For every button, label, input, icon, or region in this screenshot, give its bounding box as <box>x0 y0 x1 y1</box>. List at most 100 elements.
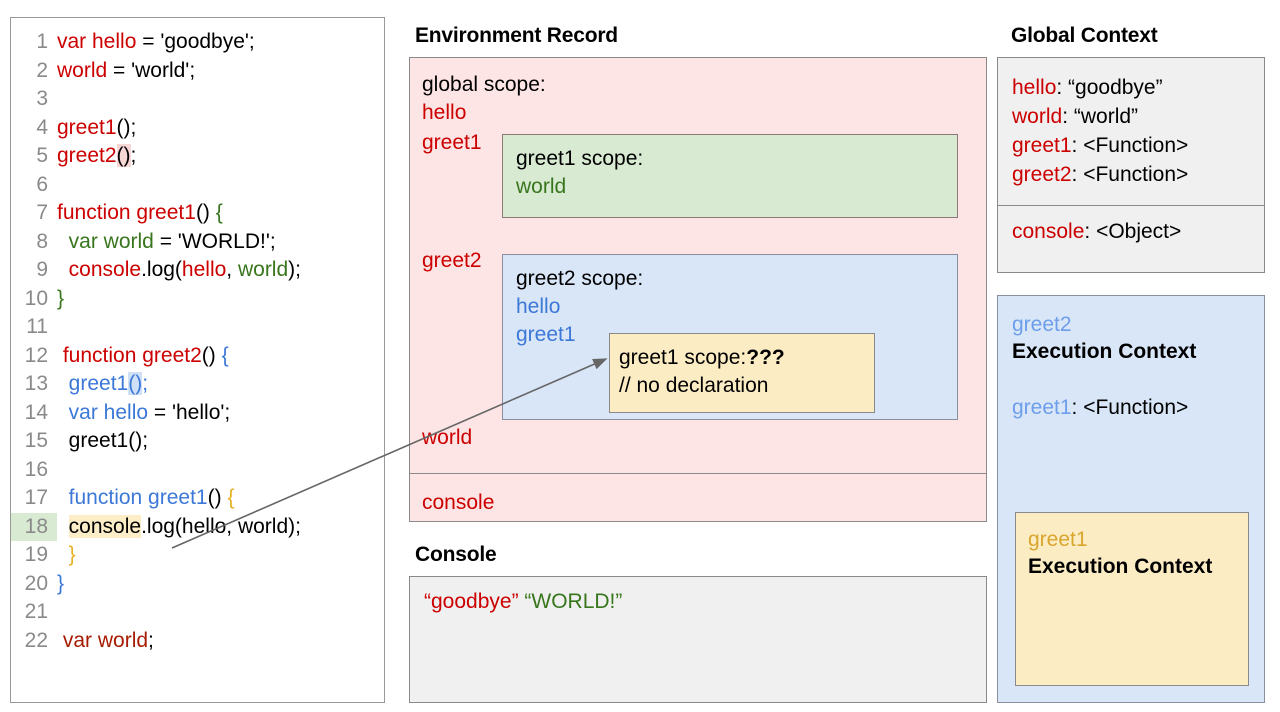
code-line[interactable]: 14 var hello = 'hello'; <box>11 399 384 428</box>
greet1-scope-header: greet1 scope: <box>516 147 644 170</box>
greet2-scope-header: greet2 scope: <box>516 267 644 290</box>
code-line-text: greet1(); <box>57 370 384 399</box>
code-line-text: console.log(hello, world); <box>57 513 384 542</box>
code-line-text: greet1(); <box>57 114 384 143</box>
code-line-text: function greet1() { <box>57 199 384 228</box>
line-number: 6 <box>36 172 48 196</box>
code-line[interactable]: 13 greet1(); <box>11 370 384 399</box>
code-token: function greet1 <box>57 201 196 224</box>
global-context-divider <box>998 205 1264 206</box>
console-panel[interactable]: “goodbye” “WORLD!” <box>409 576 987 703</box>
code-token: greet2 <box>57 144 117 167</box>
global-context-value-world: “world” <box>1073 105 1139 128</box>
code-line-text: } <box>57 541 384 570</box>
code-line[interactable]: 22 var world; <box>11 627 384 656</box>
line-number: 9 <box>36 258 48 281</box>
code-token: greet1 <box>57 115 117 139</box>
code-line-text: var world; <box>57 627 384 656</box>
code-token: world <box>57 58 108 82</box>
code-line-text: var hello = 'hello'; <box>57 399 384 428</box>
code-line[interactable]: 6 <box>11 171 384 200</box>
code-line[interactable]: 8 var world = 'WORLD!'; <box>11 228 384 257</box>
code-token: ); <box>288 258 301 281</box>
code-token: console <box>68 258 142 281</box>
code-token: .log(hello, world); <box>141 514 301 538</box>
greet2-execution-context-panel: greet2 Execution Context greet1: <Functi… <box>997 295 1265 703</box>
code-token: = 'goodbye'; <box>136 30 255 53</box>
code-token: { <box>221 343 229 367</box>
environment-record-panel: global scope: hello greet1 greet2 world … <box>409 57 987 522</box>
code-token <box>57 258 69 281</box>
env-binding-world: world <box>422 426 473 449</box>
global-context-key-console: console <box>1012 220 1085 243</box>
code-line[interactable]: 17 function greet1() { <box>11 484 384 513</box>
console-output-line: “goodbye” “WORLD!” <box>424 589 622 615</box>
global-context-value-console: <Object> <box>1096 220 1182 243</box>
code-line[interactable]: 15 greet1(); <box>11 427 384 456</box>
global-context-row-greet1: greet1: <Function> <box>1012 133 1188 159</box>
line-number: 1 <box>36 30 48 53</box>
code-line-text: } <box>57 285 384 314</box>
line-number: 4 <box>36 115 48 139</box>
global-context-row-console: console: <Object> <box>1012 219 1181 245</box>
code-line-text: console.log(hello, world); <box>57 256 384 285</box>
global-context-row-hello: hello: “goodbye” <box>1012 75 1163 101</box>
global-context-sep-2: : <box>1071 134 1084 157</box>
code-line-text: world = 'world'; <box>57 57 384 86</box>
code-line[interactable]: 20} <box>11 570 384 599</box>
greet2-exec-key-greet1: greet1 <box>1012 396 1072 419</box>
code-token: (); <box>116 115 137 139</box>
code-line[interactable]: 16 <box>11 456 384 485</box>
code-line[interactable]: 11 <box>11 313 384 342</box>
code-line[interactable]: 1 var hello = 'goodbye'; <box>11 28 384 57</box>
code-token: { <box>227 486 235 509</box>
greet2-scope-var-greet1: greet1 <box>516 323 576 346</box>
greet1-scope-box: greet1 scope: world <box>502 134 958 218</box>
code-line-text: } <box>57 570 384 599</box>
code-line[interactable]: 18 console.log(hello, world); <box>11 512 384 542</box>
code-token: world <box>237 258 289 281</box>
code-line[interactable]: 21 <box>11 598 384 627</box>
code-token: () <box>195 201 216 224</box>
code-line[interactable]: 19 } <box>11 541 384 570</box>
line-number: 15 <box>24 429 48 452</box>
env-binding-greet2: greet2 <box>422 249 482 272</box>
line-number: 10 <box>24 286 48 310</box>
code-line[interactable]: 4 greet1(); <box>11 114 384 143</box>
code-line-text: function greet1() { <box>57 484 384 513</box>
greet2-scope-box: greet2 scope: hello greet1 greet1 scope:… <box>502 254 958 420</box>
code-line[interactable]: 10} <box>11 285 384 314</box>
inner-greet1-scope-header: greet1 scope:??? <box>619 345 785 371</box>
global-context-value-greet2: <Function> <box>1083 163 1189 186</box>
line-number: 13 <box>24 372 48 395</box>
code-token: var hello <box>57 30 137 53</box>
code-token: = 'world'; <box>107 58 196 82</box>
console-output-token: “WORLD!” <box>518 590 623 613</box>
inner-greet1-scope-header-text: greet1 scope: <box>619 346 747 369</box>
global-context-sep-4: : <box>1084 220 1097 243</box>
line-number: 21 <box>24 600 48 623</box>
code-token: greet1(); <box>57 429 149 452</box>
code-token: console <box>68 514 142 538</box>
code-line[interactable]: 3 <box>11 85 384 114</box>
code-line[interactable]: 9 console.log(hello, world); <box>11 256 384 285</box>
code-line[interactable]: 12 function greet2() { <box>11 342 384 371</box>
code-token <box>57 515 69 538</box>
code-token: hello <box>181 258 227 281</box>
line-number: 14 <box>24 400 48 424</box>
code-token <box>57 543 69 566</box>
env-record-divider <box>410 473 986 474</box>
global-context-title: Global Context <box>1011 24 1158 47</box>
code-token <box>57 486 69 509</box>
global-context-sep-3: : <box>1071 163 1084 186</box>
env-binding-greet1: greet1 <box>422 131 482 154</box>
line-number: 22 <box>24 628 48 652</box>
code-token: , <box>226 258 238 281</box>
code-token: function greet2 <box>62 343 202 367</box>
global-context-key-world: world <box>1012 105 1063 128</box>
